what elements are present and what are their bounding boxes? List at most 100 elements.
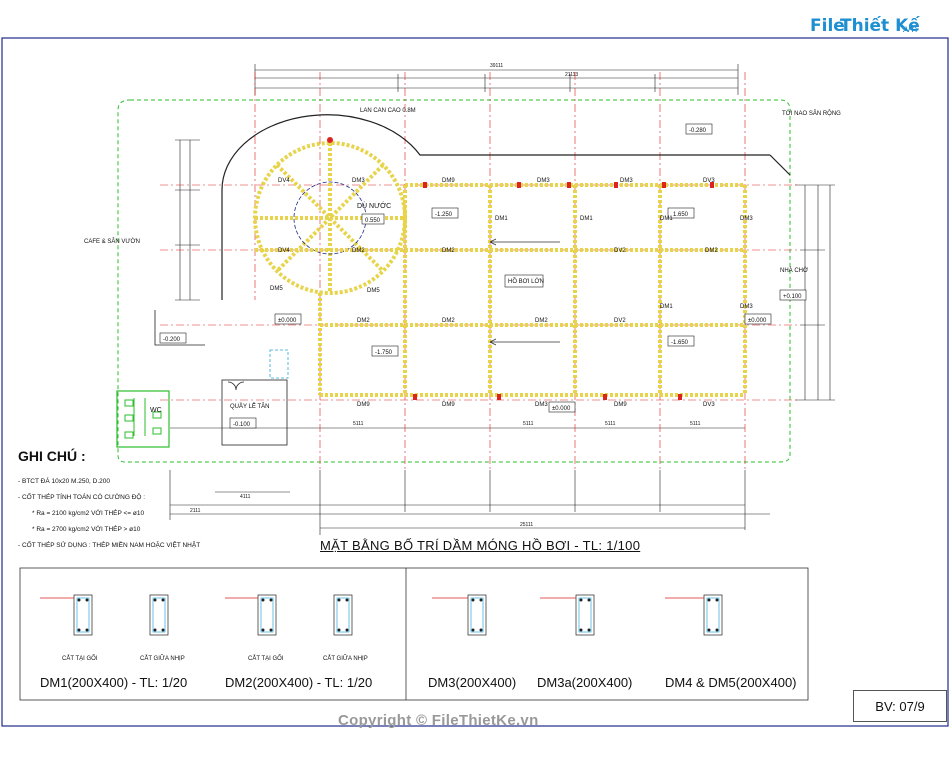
pool-arrows bbox=[489, 238, 560, 346]
dim-bottom-1: 5111 bbox=[353, 421, 364, 427]
note-line: * Ra = 2100 kg/cm2 VỚI THÉP <= ø10 bbox=[32, 510, 145, 517]
note-line: * Ra = 2700 kg/cm2 VỚI THÉP > ø10 bbox=[32, 526, 141, 533]
level-6: -1.650 bbox=[671, 340, 689, 346]
dim-bottom-6: 2111 bbox=[190, 508, 201, 514]
wc-room bbox=[116, 390, 170, 448]
railing-wall bbox=[221, 114, 791, 300]
note-text: CỐT THÉP SỬ DỤNG : THÉP MIỀN NAM HOẶC VI… bbox=[21, 542, 201, 549]
level-8: +0.100 bbox=[783, 294, 802, 300]
logo-name: Thiết Kế bbox=[840, 16, 920, 36]
beam-tag: DM3 bbox=[535, 402, 548, 408]
section-dm3 bbox=[432, 594, 487, 636]
level-1: -0.280 bbox=[689, 128, 707, 134]
pool-beam-grid bbox=[255, 183, 747, 397]
section-dm2-support bbox=[225, 594, 277, 636]
slab-outline bbox=[117, 99, 791, 463]
beam-tag: DM2 bbox=[442, 318, 455, 324]
section-dm2-mid bbox=[333, 594, 353, 636]
top-dimensions bbox=[254, 64, 739, 95]
general-notes: GHI CHÚ : - BTCT ĐÁ 10x20 M.250, D.200 -… bbox=[18, 448, 318, 558]
level-2: -1.250 bbox=[435, 212, 453, 218]
label-court: TỚI NAO SÂN RỘNG bbox=[782, 110, 841, 117]
dim-bottom-3: 5111 bbox=[605, 421, 616, 427]
beam-tag: DV3 bbox=[703, 402, 715, 408]
level-7: ±0.000 bbox=[748, 318, 767, 324]
left-rooms bbox=[154, 310, 289, 446]
beam-tag: DV2 bbox=[614, 248, 626, 254]
section-dm4-dm5 bbox=[665, 594, 723, 636]
section-sub-label: CẮT TẠI GỐI bbox=[248, 654, 284, 662]
section-dm1-mid bbox=[149, 594, 169, 636]
column-markers bbox=[413, 182, 714, 400]
beam-tag: DM3 bbox=[740, 216, 753, 222]
beam-tag: DM2 bbox=[357, 318, 370, 324]
left-dimensions bbox=[175, 139, 200, 301]
level-10: -0.100 bbox=[233, 422, 251, 428]
section-sub-label: CẮT TẠI GỐI bbox=[62, 654, 98, 662]
logo-domain: .vn bbox=[902, 24, 918, 35]
beam-tag: DM1 bbox=[495, 216, 508, 222]
section-dm3a bbox=[540, 594, 595, 636]
logo-file: File bbox=[810, 16, 845, 36]
section-title-dm1: DM1(200X400) - TL: 1/20 bbox=[40, 675, 188, 690]
beam-tag: DV4 bbox=[278, 248, 290, 254]
section-panel bbox=[19, 567, 809, 701]
beam-tag: DM3 bbox=[740, 304, 753, 310]
beam-tag: DV2 bbox=[614, 318, 626, 324]
note-text: BTCT ĐÁ 10x20 M.250, D.200 bbox=[21, 478, 111, 485]
beam-tag: DM5 bbox=[270, 286, 283, 292]
beam-tag: DM2 bbox=[535, 318, 548, 324]
beam-tag: DM9 bbox=[442, 178, 455, 184]
beam-tag: DM9 bbox=[357, 402, 370, 408]
note-text: Ra = 2100 kg/cm2 VỚI THÉP <= ø10 bbox=[36, 510, 145, 517]
beam-tag: DM2 bbox=[705, 248, 718, 254]
dim-top-2: 21113 bbox=[565, 72, 578, 78]
beam-tag: DM3 bbox=[620, 178, 633, 184]
notes-heading: GHI CHÚ : bbox=[18, 448, 86, 464]
dim-bottom-4: 5111 bbox=[690, 421, 701, 427]
beam-tag: DM1 bbox=[660, 304, 673, 310]
level-4: ±0.000 bbox=[278, 318, 297, 324]
note-line: - CỐT THÉP SỬ DỤNG : THÉP MIỀN NAM HOẶC … bbox=[18, 542, 201, 549]
beam-tag: DM2 bbox=[352, 248, 365, 254]
beam-tag: DM1 bbox=[580, 216, 593, 222]
beam-tag: DM3 bbox=[352, 178, 365, 184]
beam-tag: DM9 bbox=[442, 402, 455, 408]
beam-sections bbox=[40, 594, 723, 636]
label-railing: LAN CAN CAO 0.8M bbox=[360, 108, 416, 114]
copyright-watermark: Copyright © FileThietKe.vn bbox=[338, 712, 539, 729]
level-boxes bbox=[159, 123, 807, 429]
beam-tag: DM9 bbox=[614, 402, 627, 408]
note-text: CỐT THÉP TÍNH TOÁN CÓ CƯỜNG ĐỘ : bbox=[21, 494, 146, 501]
note-text: Ra = 2700 kg/cm2 VỚI THÉP > ø10 bbox=[36, 526, 141, 533]
level-3: 1.650 bbox=[673, 212, 689, 218]
section-dm1-support bbox=[40, 594, 93, 636]
beam-tag: DM2 bbox=[442, 248, 455, 254]
section-sub-label: CẮT GIỮA NHỊP bbox=[323, 654, 368, 662]
plan-title: MẶT BẰNG BỐ TRÍ DẦM MÓNG HỒ BƠI - TL: 1/… bbox=[320, 538, 641, 553]
beam-tag: DM5 bbox=[367, 288, 380, 294]
section-rebar-dots bbox=[77, 598, 719, 632]
beam-tag: DM3 bbox=[537, 178, 550, 184]
sheet-number: BV: 07/9 bbox=[853, 690, 947, 722]
label-pool: HỒ BƠI LỚN bbox=[508, 278, 544, 285]
beam-tag: DV3 bbox=[703, 178, 715, 184]
section-sub-label: CẮT GIỮA NHỊP bbox=[140, 654, 185, 662]
section-title-dm3: DM3(200X400) bbox=[428, 675, 517, 690]
site-logo: File Thiết Kế .vn bbox=[810, 14, 920, 42]
beam-tag: DM1 bbox=[660, 216, 673, 222]
pool-label-box bbox=[504, 274, 544, 288]
dim-top-1: 39111 bbox=[490, 63, 503, 69]
wc-fixtures bbox=[124, 398, 162, 439]
sheet-border bbox=[1, 37, 949, 727]
axis-marker bbox=[327, 137, 333, 143]
label-waterfall: DÙ NƯỚC bbox=[357, 201, 391, 210]
label-wc: WC bbox=[150, 407, 162, 414]
beam-tag: DV4 bbox=[278, 178, 290, 184]
label-counter: QUẦY LỄ TÂN bbox=[230, 403, 269, 410]
section-title-dm3a: DM3a(200X400) bbox=[537, 675, 633, 690]
section-title-dm2: DM2(200X400) - TL: 1/20 bbox=[225, 675, 373, 690]
note-line: - CỐT THÉP TÍNH TOÁN CÓ CƯỜNG ĐỘ : bbox=[18, 494, 146, 501]
dim-bottom-5: 4111 bbox=[240, 494, 251, 500]
